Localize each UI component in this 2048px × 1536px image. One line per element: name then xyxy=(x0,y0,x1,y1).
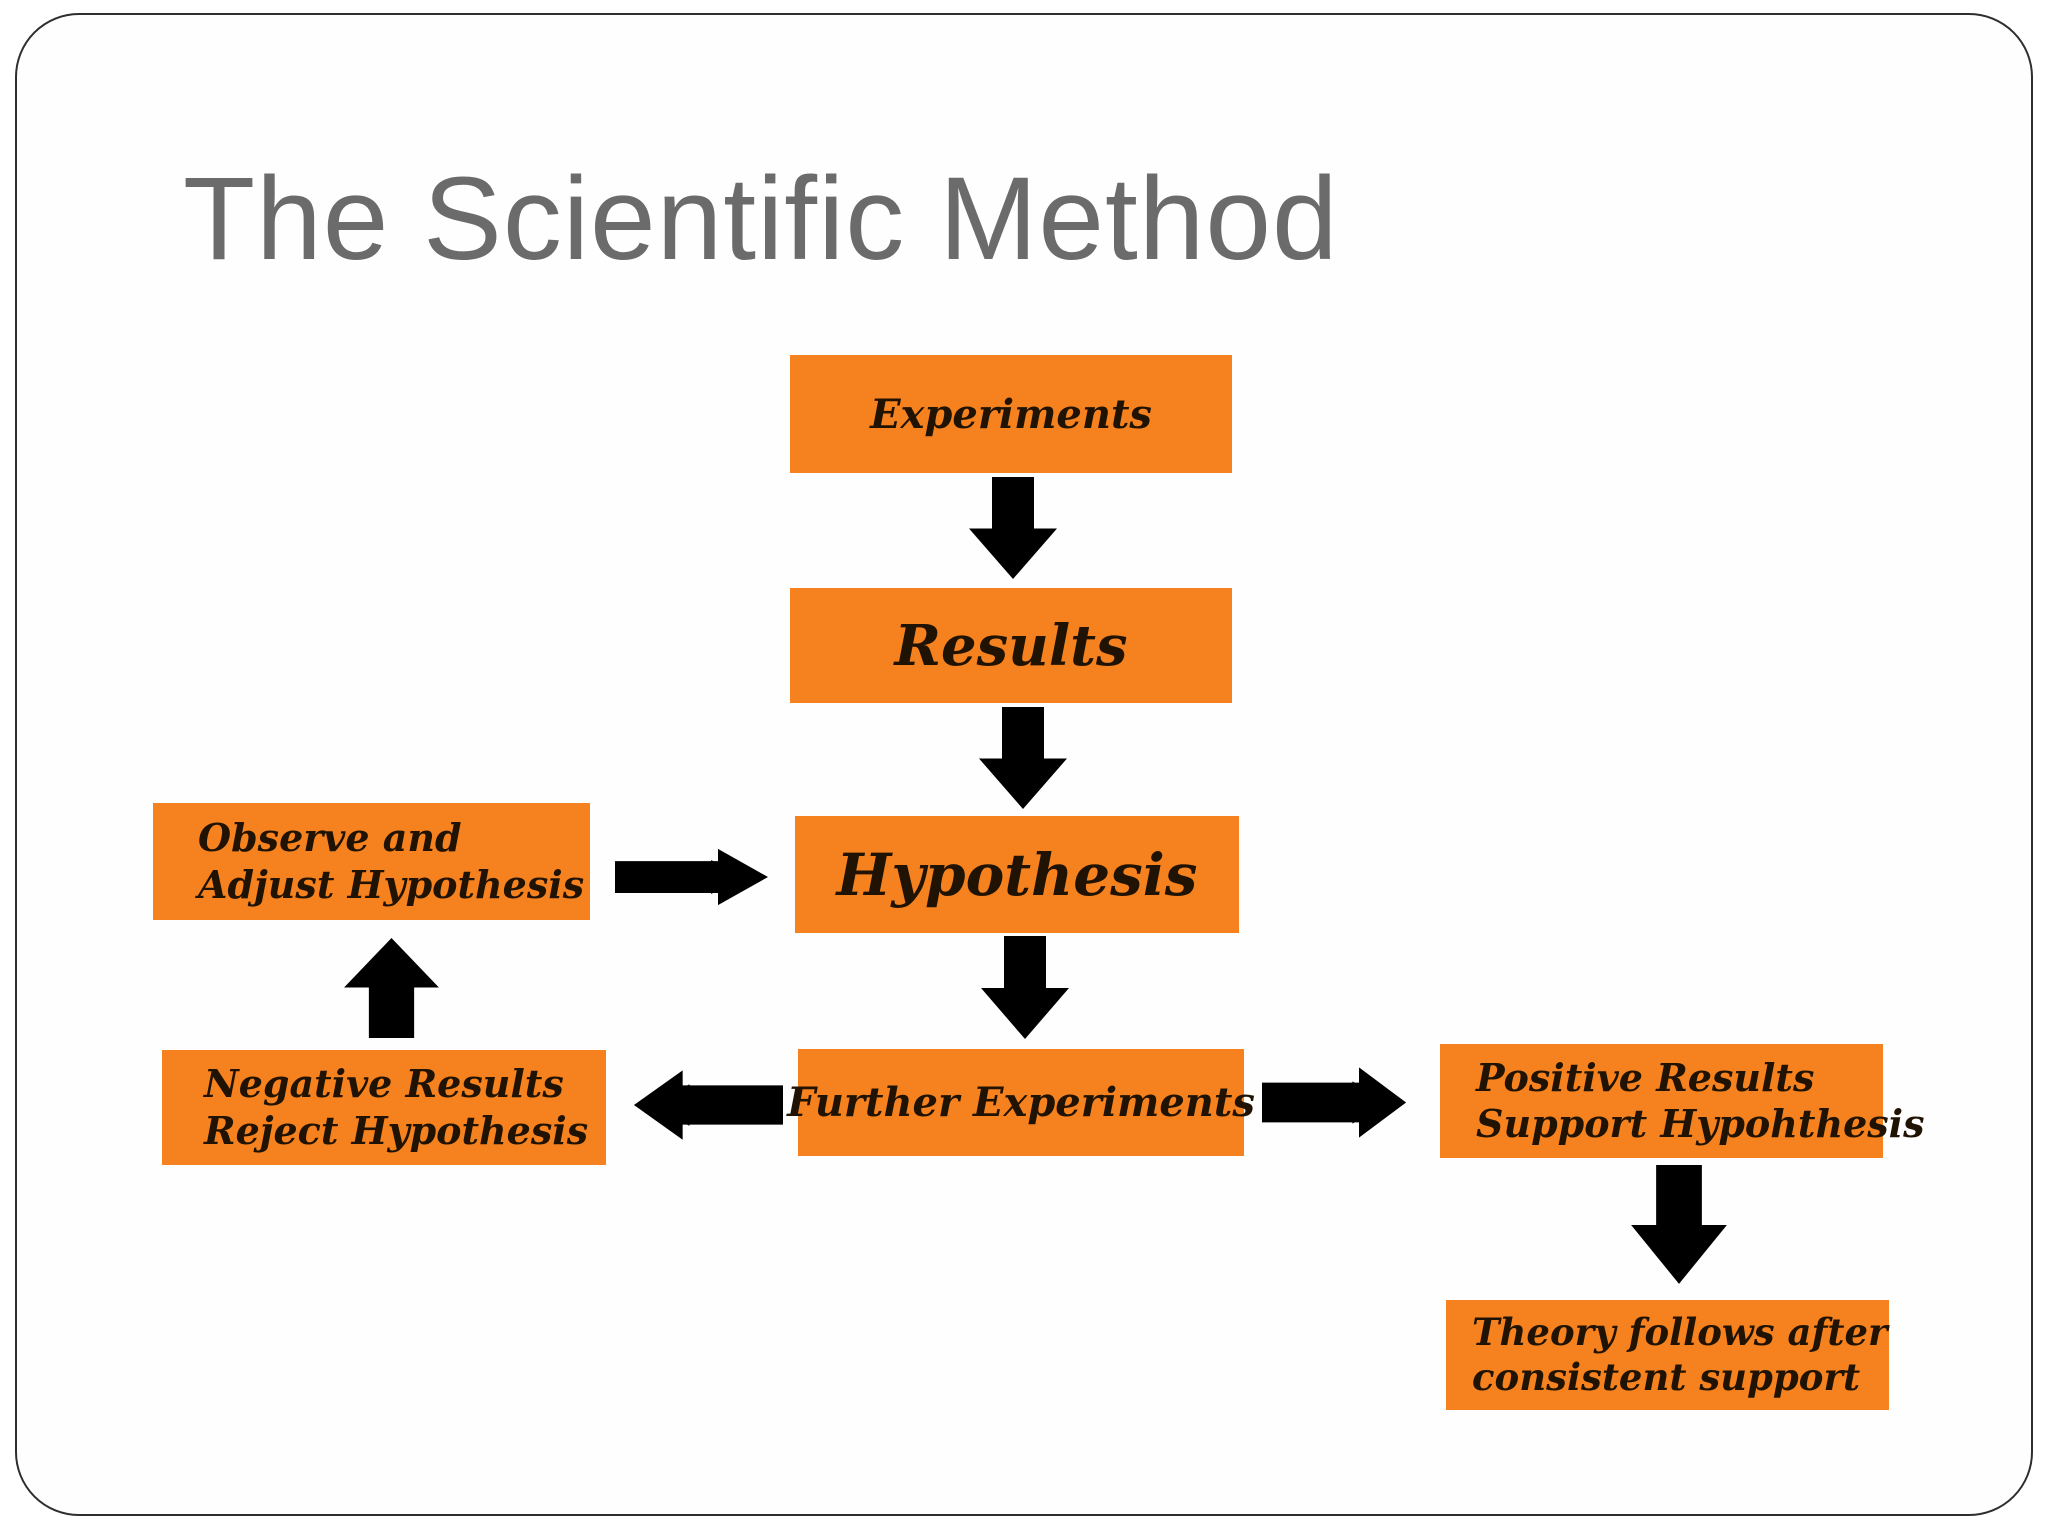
node-hypothesis: Hypothesis xyxy=(795,816,1239,933)
node-positive-results: Positive Results Support Hypohthesis xyxy=(1440,1044,1924,1158)
page-title: The Scientific Method xyxy=(183,153,1339,285)
down-arrow-experiments-to-results-icon xyxy=(968,477,1058,580)
node-results-label: Results xyxy=(894,612,1128,679)
up-arrow-negative-results-to-observe-adjust-icon xyxy=(343,937,440,1038)
node-experiments-label: Experiments xyxy=(870,390,1152,438)
node-observe-line2: Adjust Hypothesis xyxy=(198,861,585,907)
node-theory-line2: consistent support xyxy=(1472,1355,1861,1399)
down-arrow-results-to-hypothesis-icon xyxy=(978,707,1068,810)
node-negative-results: Negative Results Reject Hypothesis xyxy=(162,1050,606,1165)
node-results: Results xyxy=(790,588,1232,703)
right-arrow-observe-adjust-to-hypothesis-icon xyxy=(615,847,770,907)
node-experiments: Experiments xyxy=(790,355,1232,473)
down-arrow-hypothesis-to-further-experiments-icon xyxy=(980,936,1070,1040)
node-theory-line1: Theory follows after xyxy=(1472,1309,1888,1354)
right-arrow-further-experiments-to-positive-results-icon xyxy=(1262,1065,1408,1140)
node-theory: Theory follows after consistent support xyxy=(1446,1300,1889,1410)
node-hypothesis-label: Hypothesis xyxy=(836,840,1198,909)
down-arrow-positive-results-to-theory-icon xyxy=(1630,1165,1728,1285)
node-further-experiments-label: Further Experiments xyxy=(787,1079,1255,1126)
left-arrow-further-experiments-to-negative-results-icon xyxy=(632,1068,783,1142)
node-negative-line2: Reject Hypothesis xyxy=(204,1107,589,1153)
node-positive-line2: Support Hypohthesis xyxy=(1476,1101,1925,1146)
node-further-experiments: Further Experiments xyxy=(787,1049,1255,1156)
node-positive-line1: Positive Results xyxy=(1476,1054,1815,1100)
node-negative-line1: Negative Results xyxy=(204,1061,564,1107)
node-observe-adjust-hypothesis: Observe and Adjust Hypothesis xyxy=(153,803,590,920)
node-observe-line1: Observe and xyxy=(198,815,462,861)
